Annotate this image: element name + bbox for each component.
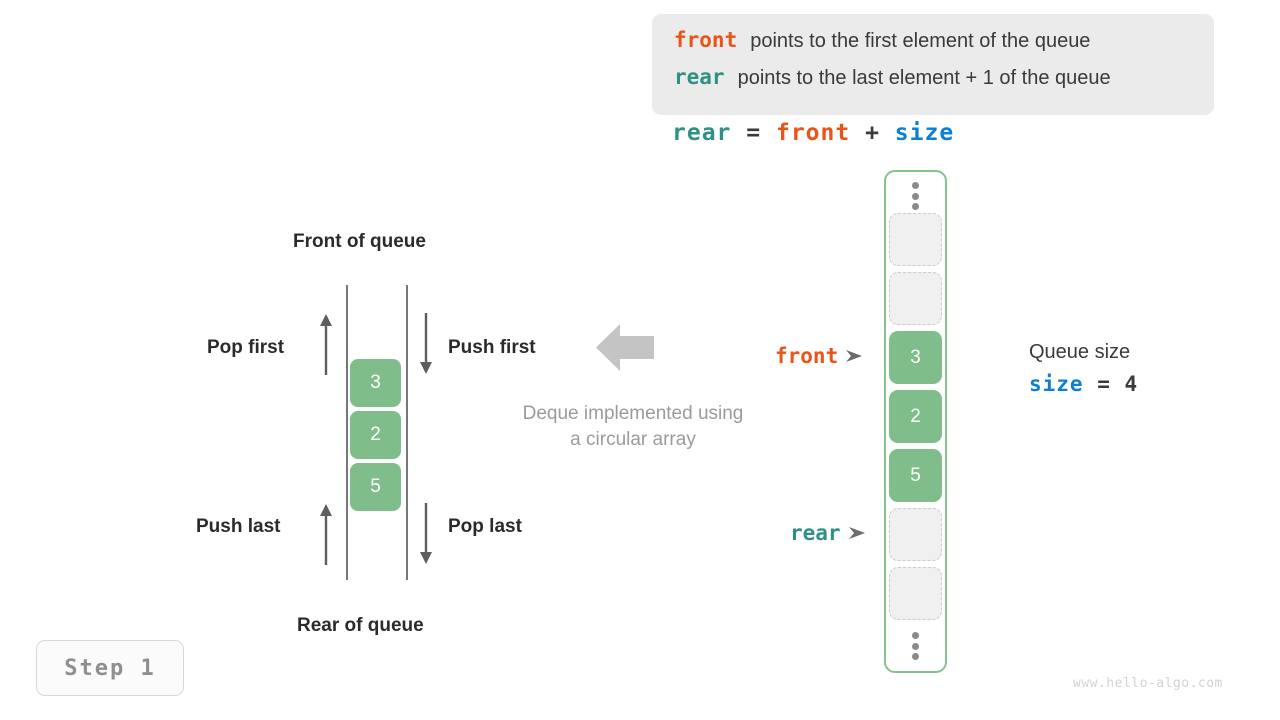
step-badge-label: Step 1 <box>64 655 156 681</box>
formula-operator-plus: + <box>865 120 880 146</box>
circular-array-note-line2: a circular array <box>570 429 696 450</box>
legend-box: front points to the first element of the… <box>652 14 1214 115</box>
array-cell: 5 <box>889 449 942 502</box>
pop-first-arrow-up-icon <box>320 314 332 375</box>
rear-pointer: rear <box>790 521 865 545</box>
deque-track-line-left <box>346 285 348 580</box>
queue-size-panel: Queue size size = 4 <box>1029 341 1138 396</box>
formula-term-front: front <box>775 120 851 146</box>
legend-keyword-rear: rear <box>674 65 725 89</box>
legend-text-front: points to the first element of the queue <box>750 30 1091 52</box>
array-cell: 3 <box>889 331 942 384</box>
deque-cell: 2 <box>350 411 401 459</box>
pop-first-label: Pop first <box>207 337 285 358</box>
legend-row-front: front points to the first element of the… <box>674 28 1192 65</box>
pop-last-label: Pop last <box>448 516 522 537</box>
rear-of-queue-label: Rear of queue <box>297 615 424 636</box>
front-pointer-arrowhead-icon <box>846 349 863 363</box>
push-first-arrow-down-icon <box>420 313 432 374</box>
array-ellipsis-bottom-icon <box>908 632 922 660</box>
array-cell <box>889 213 942 266</box>
circular-array-hint-arrow-left-icon <box>596 324 654 371</box>
rear-pointer-label: rear <box>790 521 841 545</box>
formula-rear-equals-front-plus-size: rear = front + size <box>672 120 954 146</box>
array-cell <box>889 508 942 561</box>
legend-text-rear: points to the last element + 1 of the qu… <box>737 67 1111 89</box>
push-last-arrow-up-icon <box>320 504 332 565</box>
queue-size-caption: Queue size <box>1029 341 1131 363</box>
formula-term-rear: rear <box>672 120 732 146</box>
formula-operator-equals: = <box>746 120 762 146</box>
deque-cell: 5 <box>350 463 401 511</box>
front-of-queue-label: Front of queue <box>293 231 426 252</box>
queue-size-expression: size = 4 <box>1029 372 1138 396</box>
circular-array-note: Deque implemented using a circular array <box>493 401 773 453</box>
size-operator-equals: = <box>1097 372 1111 396</box>
front-pointer-label: front <box>775 344 839 368</box>
size-variable-name: size <box>1029 372 1084 396</box>
rear-pointer-arrowhead-icon <box>848 526 865 540</box>
pop-last-arrow-down-icon <box>420 503 432 564</box>
deque-track-line-right <box>406 285 408 580</box>
front-pointer: front <box>775 344 863 368</box>
step-badge: Step 1 <box>36 640 184 696</box>
legend-row-rear: rear points to the last element + 1 of t… <box>674 65 1192 102</box>
array-cell <box>889 567 942 620</box>
legend-keyword-front: front <box>674 28 738 52</box>
deque-cell: 3 <box>350 359 401 407</box>
array-cell <box>889 272 942 325</box>
formula-term-size: size <box>894 120 955 146</box>
circular-array-note-line1: Deque implemented using <box>522 403 744 424</box>
watermark: www.hello-algo.com <box>1073 676 1223 691</box>
array-cell: 2 <box>889 390 942 443</box>
array-ellipsis-top-icon <box>908 182 922 210</box>
push-first-label: Push first <box>448 337 536 358</box>
push-last-label: Push last <box>196 516 281 537</box>
size-value: 4 <box>1124 372 1139 396</box>
